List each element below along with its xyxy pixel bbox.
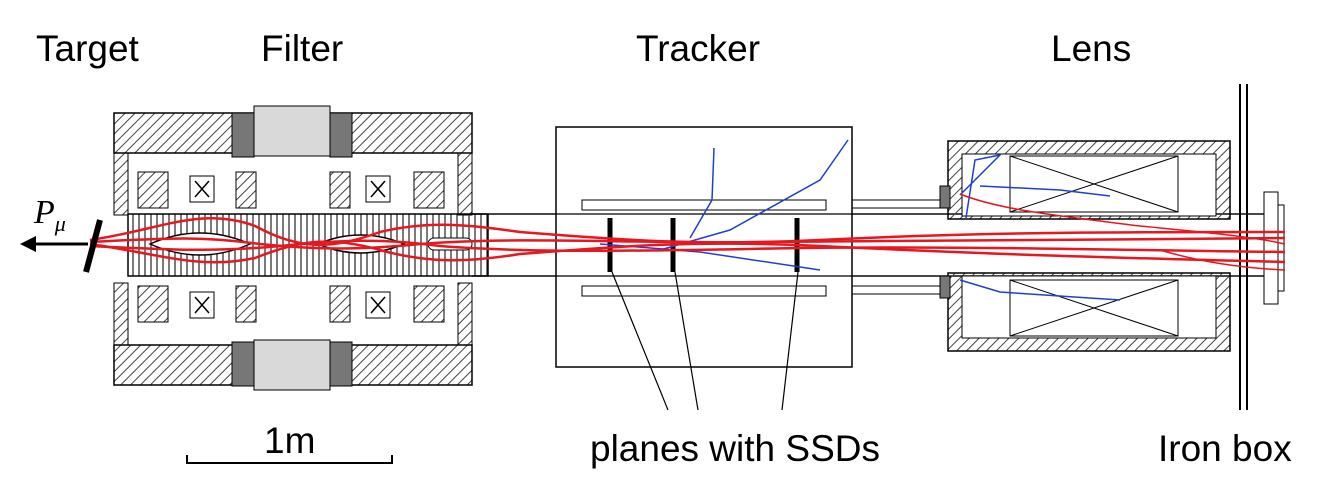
label-filter: Filter xyxy=(261,28,344,69)
label-tracker: Tracker xyxy=(636,28,761,69)
beam-arrow xyxy=(20,236,88,252)
target xyxy=(83,219,103,273)
scale-bar xyxy=(186,455,393,464)
label-scale: 1m xyxy=(264,420,316,461)
label-lens: Lens xyxy=(1051,28,1132,69)
red-trajectories xyxy=(89,193,1286,271)
iron-box xyxy=(1239,84,1285,410)
lens-magnet xyxy=(939,140,1231,352)
label-planes: planes with SSDs xyxy=(590,428,880,469)
plane-pointers xyxy=(611,271,799,411)
label-target: Target xyxy=(36,28,139,69)
label-iron-box: Iron box xyxy=(1158,428,1292,469)
beam-label: Pμ xyxy=(34,194,66,236)
